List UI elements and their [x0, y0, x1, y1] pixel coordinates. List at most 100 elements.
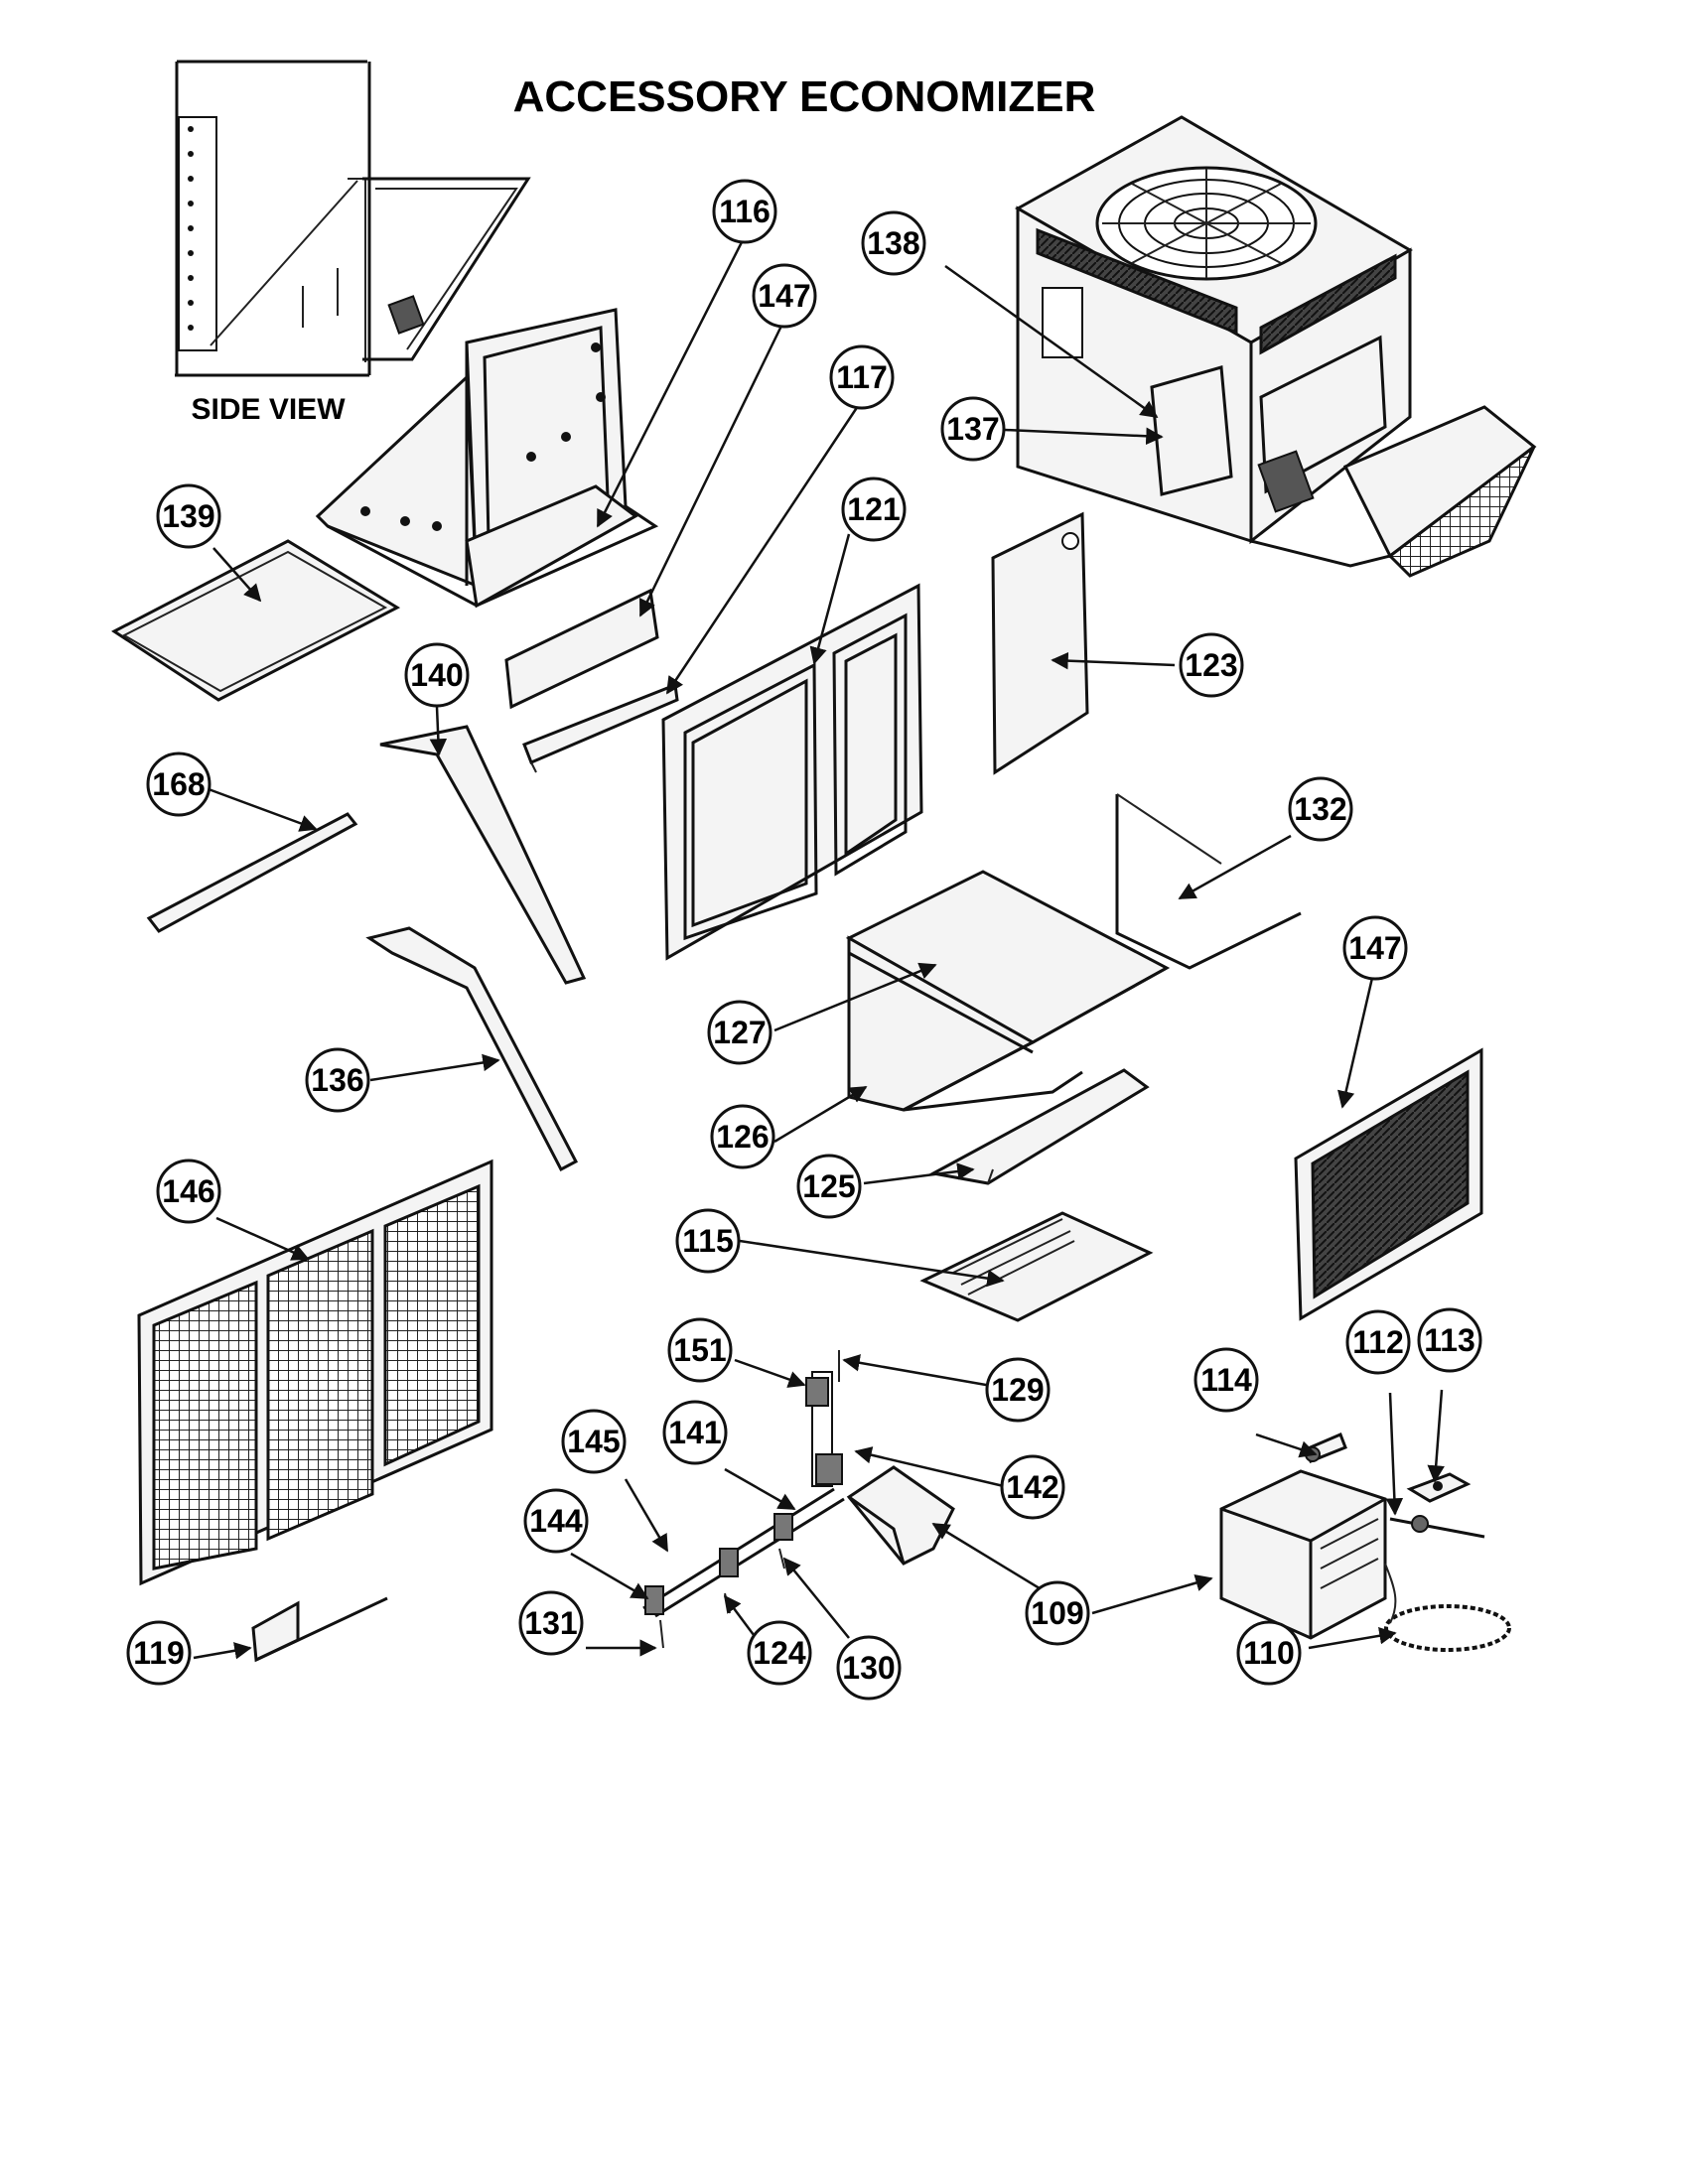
callout-label: 116 [719, 194, 771, 229]
callout-circle [1345, 1309, 1411, 1375]
callout-label: 117 [836, 359, 888, 395]
callout-147: 147 [1342, 915, 1408, 981]
callout-125: 125 [796, 1154, 862, 1219]
callout-circle [940, 396, 1006, 462]
callout-circle [1179, 632, 1244, 698]
callout-label: 144 [529, 1503, 583, 1539]
callout-label: 121 [847, 491, 900, 527]
callout-138: 138 [861, 210, 926, 276]
callout-110: 110 [1236, 1620, 1302, 1686]
callout-label: 138 [867, 225, 919, 261]
callout-129: 129 [985, 1357, 1051, 1423]
side-panel [991, 511, 1089, 775]
callout-112: 112 [1345, 1309, 1411, 1375]
damper-blade-upper [928, 1068, 1150, 1185]
callout-circle [1000, 1454, 1065, 1520]
callout-circle [747, 1620, 812, 1686]
callout-label: 137 [946, 411, 999, 447]
callout-circle [667, 1317, 733, 1383]
callout-136: 136 [305, 1047, 370, 1113]
callout-label: 130 [842, 1650, 895, 1686]
callout-circle [712, 179, 777, 244]
callout-label: 147 [1348, 930, 1401, 966]
callout-168: 168 [146, 751, 211, 817]
filter-strip [504, 588, 659, 710]
callout-label: 168 [152, 766, 205, 802]
callout-115: 115 [675, 1208, 741, 1274]
callout-label: 139 [162, 498, 214, 534]
callout-124: 124 [747, 1620, 812, 1686]
callout-127: 127 [707, 1000, 772, 1065]
callout-label: 124 [753, 1635, 806, 1671]
callout-123: 123 [1179, 632, 1244, 698]
callout-circle [836, 1635, 902, 1701]
side-view-illustration [175, 60, 531, 377]
wire-harness [1384, 1563, 1511, 1652]
callout-circle [561, 1409, 627, 1474]
callout-circle [146, 751, 211, 817]
enthalpy-probe [1389, 1515, 1485, 1539]
callout-label: 132 [1294, 791, 1346, 827]
callout-circle [752, 263, 817, 329]
callout-130: 130 [836, 1635, 902, 1701]
callout-147: 147 [752, 263, 817, 329]
outdoor-filter-right [1294, 1047, 1483, 1321]
callout-label: 129 [991, 1372, 1044, 1408]
callout-116: 116 [712, 179, 777, 244]
callout-label: 142 [1006, 1469, 1058, 1505]
callout-label: 141 [668, 1415, 721, 1450]
callout-126: 126 [710, 1104, 775, 1169]
callout-circle [796, 1154, 862, 1219]
filter-bracket [522, 682, 679, 773]
barometric-panel [1115, 793, 1302, 970]
callout-140: 140 [404, 642, 470, 708]
callout-circle [1288, 776, 1353, 842]
callout-131: 131 [518, 1590, 584, 1656]
callout-label: 110 [1243, 1635, 1295, 1671]
callout-circle [710, 1104, 775, 1169]
rooftop-unit [1014, 115, 1537, 578]
callout-label: 125 [802, 1168, 855, 1204]
actuator-linkage [642, 1350, 845, 1649]
callout-circle [662, 1400, 728, 1465]
callout-circle [156, 1159, 221, 1224]
callout-circle [861, 210, 926, 276]
callout-142: 142 [1000, 1454, 1065, 1520]
callout-circle [1236, 1620, 1302, 1686]
mounting-bracket [251, 1596, 388, 1663]
callout-circle [1025, 1580, 1090, 1646]
callout-circle [829, 344, 895, 410]
callout-circle [305, 1047, 370, 1113]
callout-144: 144 [523, 1488, 589, 1554]
damper-actuator [846, 1465, 955, 1566]
callout-151: 151 [667, 1317, 733, 1383]
callout-circle [1342, 915, 1408, 981]
callout-119: 119 [126, 1620, 192, 1686]
callout-137: 137 [940, 396, 1006, 462]
callout-circle [841, 477, 907, 542]
side-view-label: SIDE VIEW [191, 393, 346, 426]
callout-label: 147 [758, 278, 810, 314]
diagram-title: ACCESSORY ECONOMIZER [513, 72, 1096, 121]
callout-circle [675, 1208, 741, 1274]
callout-label: 109 [1031, 1595, 1083, 1631]
callout-circle [518, 1590, 584, 1656]
outdoor-filter-bank [137, 1159, 493, 1586]
hood-divider [379, 725, 587, 985]
hood-arm [365, 926, 579, 1172]
callout-circle [707, 1000, 772, 1065]
temperature-sensor [1304, 1433, 1347, 1463]
callout-circle [985, 1357, 1051, 1423]
callout-146: 146 [156, 1159, 221, 1224]
callout-label: 136 [311, 1062, 363, 1098]
callout-label: 126 [716, 1119, 769, 1155]
callout-label: 119 [133, 1635, 185, 1671]
callout-114: 114 [1193, 1347, 1259, 1413]
callout-circle [126, 1620, 192, 1686]
callout-circle [156, 483, 221, 549]
callout-121: 121 [841, 477, 907, 542]
callout-132: 132 [1288, 776, 1353, 842]
callout-circle [1193, 1347, 1259, 1413]
callout-139: 139 [156, 483, 221, 549]
